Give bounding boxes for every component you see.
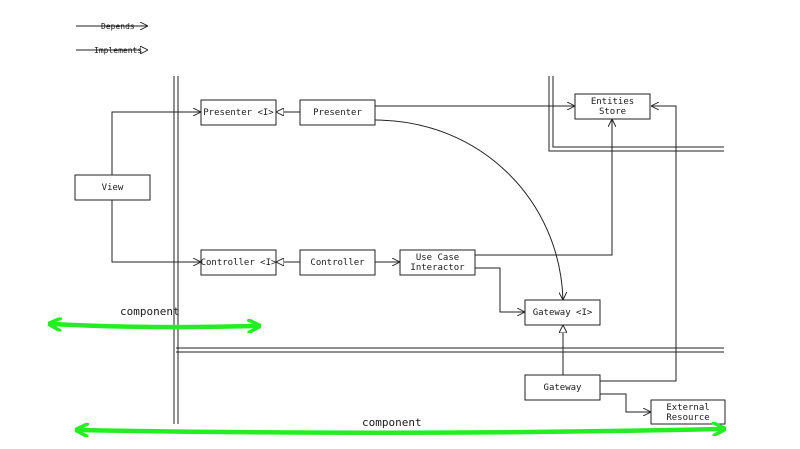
gateway-interface-label: Gateway <I> — [533, 308, 593, 318]
view-label: View — [102, 183, 124, 193]
use-case-label-line1: Use Case — [416, 253, 459, 263]
controller-interface-box: Controller <I> — [200, 249, 277, 276]
component-bottom-label: component — [362, 416, 422, 429]
view-box: View — [74, 174, 151, 201]
external-resource-label-line1: External — [666, 403, 709, 413]
edge-use-case-to-entities — [475, 119, 612, 256]
external-resource-box: External Resource — [650, 399, 726, 425]
entities-store-label-line2: Store — [599, 107, 626, 117]
controller-box: Controller — [299, 249, 376, 276]
edge-presenter-to-gateway-i — [374, 119, 563, 300]
entities-store-label-line1: Entities — [591, 97, 634, 107]
entities-store-box: Entities Store — [574, 93, 651, 120]
legend-depends-label: Depends — [101, 22, 135, 31]
edge-gateway-to-entities — [600, 106, 677, 382]
use-case-label-line2: Interactor — [410, 263, 465, 273]
presenter-interface-box: Presenter <I> — [200, 99, 277, 126]
gateway-label: Gateway — [544, 383, 583, 393]
boundary-lines — [173, 76, 724, 424]
edge-view-to-presenter-i — [111, 112, 201, 175]
edge-gateway-to-external — [600, 393, 651, 412]
component-top-label: component — [120, 305, 180, 318]
edge-use-case-to-gateway-i — [475, 267, 525, 312]
component-bottom-double-arrow — [79, 429, 722, 433]
entities-boundary-inner — [552, 76, 724, 148]
legend-implements-label: Implements — [94, 46, 142, 55]
presenter-box: Presenter — [299, 99, 376, 126]
edge-view-to-controller-i — [111, 200, 201, 262]
use-case-interactor-box: Use Case Interactor — [399, 249, 476, 276]
dependency-edges — [111, 106, 677, 412]
entities-boundary-outer — [548, 76, 724, 152]
component-top-double-arrow — [52, 324, 257, 327]
gateway-interface-box: Gateway <I> — [524, 299, 601, 326]
legend: Depends Implements — [76, 22, 148, 55]
gateway-box: Gateway — [524, 374, 601, 401]
presenter-interface-label: Presenter <I> — [203, 108, 274, 118]
component-annotation-bottom: component — [79, 416, 722, 433]
controller-interface-label: Controller <I> — [201, 258, 277, 268]
component-annotation-top: component — [52, 305, 257, 327]
presenter-label: Presenter — [313, 108, 362, 118]
controller-label: Controller — [310, 258, 365, 268]
external-resource-label-line2: Resource — [666, 413, 709, 423]
